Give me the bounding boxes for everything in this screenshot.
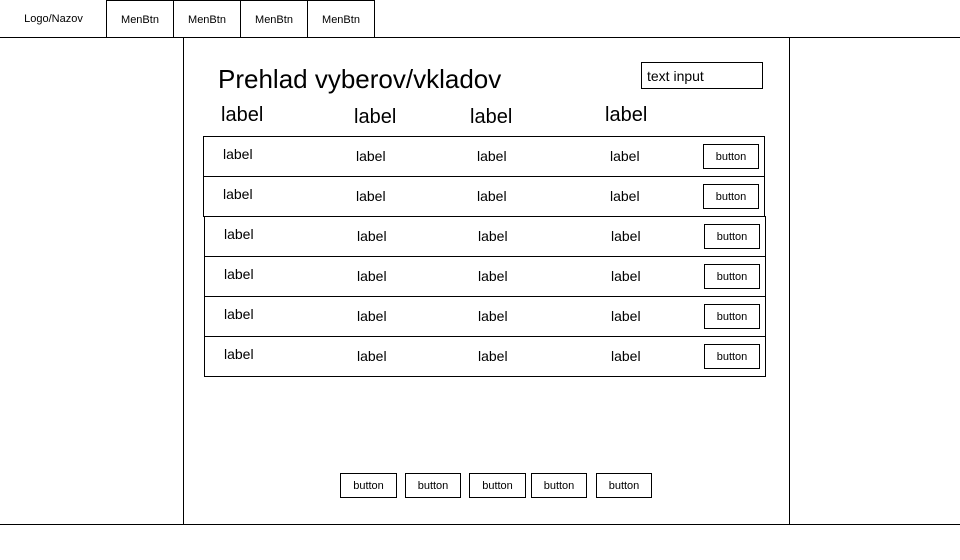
row-cell-1: label [223, 186, 253, 202]
row-action-button[interactable]: button [704, 344, 760, 369]
table-row: label label label label button [203, 136, 765, 177]
row-cell-4: label [611, 348, 641, 364]
row-cell-1: label [224, 266, 254, 282]
search-input[interactable] [641, 62, 763, 89]
footer-button-3[interactable]: button [469, 473, 526, 498]
column-header-3: label [470, 106, 513, 128]
row-cell-3: label [478, 348, 508, 364]
row-cell-4: label [611, 268, 641, 284]
row-cell-1: label [224, 346, 254, 362]
row-cell-3: label [477, 188, 507, 204]
row-action-button[interactable]: button [703, 144, 759, 169]
footer-button-2[interactable]: button [405, 473, 461, 498]
row-cell-2: label [357, 228, 387, 244]
content-frame [0, 37, 960, 525]
right-sidebar [789, 38, 960, 524]
row-cell-2: label [357, 268, 387, 284]
row-cell-1: label [224, 226, 254, 242]
row-cell-1: label [223, 146, 253, 162]
row-cell-4: label [610, 148, 640, 164]
row-cell-3: label [478, 268, 508, 284]
row-cell-3: label [478, 308, 508, 324]
row-action-button[interactable]: button [703, 184, 759, 209]
table-row: label label label label button [203, 176, 765, 217]
footer-button-1[interactable]: button [340, 473, 397, 498]
row-action-button[interactable]: button [704, 304, 760, 329]
menu-button-3[interactable]: MenBtn [240, 0, 308, 38]
page-title: Prehlad vyberov/vkladov [218, 64, 502, 94]
left-sidebar [0, 38, 184, 524]
row-cell-3: label [477, 148, 507, 164]
row-cell-2: label [356, 188, 386, 204]
row-cell-2: label [356, 148, 386, 164]
menu-button-2[interactable]: MenBtn [173, 0, 241, 38]
footer-button-5[interactable]: button [596, 473, 652, 498]
row-cell-4: label [611, 308, 641, 324]
footer-button-4[interactable]: button [531, 473, 587, 498]
row-cell-4: label [610, 188, 640, 204]
menu-button-1[interactable]: MenBtn [106, 0, 174, 38]
row-cell-2: label [357, 308, 387, 324]
table-row: label label label label button [204, 256, 766, 297]
row-cell-4: label [611, 228, 641, 244]
column-header-2: label [354, 106, 397, 128]
table-row: label label label label button [204, 336, 766, 377]
column-header-4: label [605, 104, 648, 126]
row-cell-2: label [357, 348, 387, 364]
table-row: label label label label button [204, 216, 766, 257]
column-header-1: label [221, 104, 264, 126]
row-action-button[interactable]: button [704, 224, 760, 249]
menu-button-4[interactable]: MenBtn [307, 0, 375, 38]
table-row: label label label label button [204, 296, 766, 337]
row-cell-3: label [478, 228, 508, 244]
row-action-button[interactable]: button [704, 264, 760, 289]
row-cell-1: label [224, 306, 254, 322]
app-logo: Logo/Nazov [24, 13, 83, 25]
